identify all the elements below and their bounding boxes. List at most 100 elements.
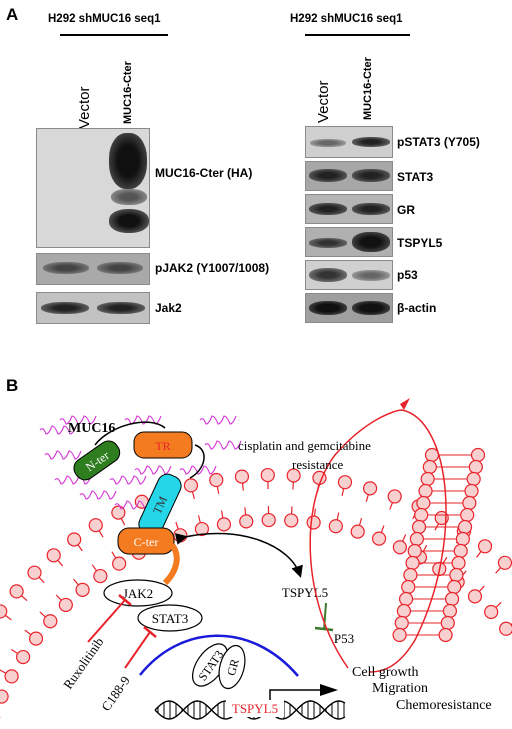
blot-label-pjak2: pJAK2 (Y1007/1008) xyxy=(155,261,270,275)
lipid-head xyxy=(424,447,440,463)
lipid-head xyxy=(484,604,499,620)
c188-label: C188-9 xyxy=(98,673,133,714)
lipid-head xyxy=(418,483,433,499)
lipid-head xyxy=(362,481,378,496)
glycan-chain xyxy=(134,465,172,475)
lipid-head xyxy=(449,567,464,583)
lipid-head xyxy=(398,591,414,607)
lipid-head xyxy=(414,507,429,523)
muc16-linker-2 xyxy=(189,444,205,479)
resistance-line2: resistance xyxy=(292,457,343,472)
glycan-chain xyxy=(179,465,217,475)
ruxolitinib-inhibit-bar xyxy=(118,594,132,606)
cter-tspyl5-arrow xyxy=(174,532,303,578)
lipid-head xyxy=(409,531,424,547)
blot-pstat3 xyxy=(305,126,393,158)
muc16-linker-1 xyxy=(94,421,166,446)
outcome-migration: Migration xyxy=(372,681,428,696)
blot-label-tspyl5: TSPYL5 xyxy=(397,236,443,250)
lipid-head xyxy=(43,614,58,629)
lipid-head xyxy=(306,515,321,530)
jak2-label: JAK2 xyxy=(123,586,153,601)
left-group-underline xyxy=(60,34,168,36)
lipid-head xyxy=(46,548,61,563)
blot-label-gr: GR xyxy=(397,203,415,217)
lipid-head xyxy=(499,621,512,636)
lipid-head xyxy=(442,603,458,619)
lipid-head xyxy=(371,531,387,546)
muc16-label: MUC16 xyxy=(68,421,115,436)
lipid-head xyxy=(466,471,481,487)
lipid-head xyxy=(75,582,90,597)
c-ter-domain xyxy=(117,527,175,555)
blot-label-stat3: STAT3 xyxy=(397,170,434,184)
lipid-head xyxy=(462,495,477,511)
lipid-head xyxy=(470,447,486,463)
lipid-head xyxy=(261,512,276,528)
tspyl5-p53-inhibit-line xyxy=(323,602,327,631)
lipid-head xyxy=(216,517,232,532)
outcome-cell-growth: Cell growth xyxy=(352,665,419,680)
lipid-head xyxy=(28,631,44,646)
lipid-head xyxy=(467,589,483,604)
lipid-head xyxy=(328,519,343,534)
ruxolitinib-label: Ruxolitinib xyxy=(60,635,106,692)
tspyl5-protein-label: TSPYL5 xyxy=(282,585,328,600)
blot-pjak2 xyxy=(36,253,150,285)
lipid-head xyxy=(460,507,475,523)
lipid-head xyxy=(0,604,8,619)
blot-label-p53: p53 xyxy=(397,268,418,282)
lipid-head xyxy=(286,468,301,483)
lipid-head xyxy=(422,459,437,475)
dna-strand xyxy=(154,700,346,720)
lipid-head xyxy=(209,472,224,488)
blot-jak2 xyxy=(36,292,150,324)
blot-tspyl5 xyxy=(305,227,393,257)
lipid-head xyxy=(392,627,407,643)
c188-inhibit-bar xyxy=(143,626,157,638)
left-group-header: H292 shMUC16 seq1 xyxy=(48,13,161,25)
lipid-head xyxy=(239,514,254,529)
glycan-chain xyxy=(39,425,77,435)
tspyl5-gene-label: TSPYL5 xyxy=(232,701,278,716)
blot-muc16-cter-ha xyxy=(36,128,150,248)
blot-beta-actin xyxy=(305,293,393,323)
glycan-chain xyxy=(199,415,237,425)
n-ter-domain: N-ter xyxy=(73,440,121,481)
glycan-chain xyxy=(79,490,117,500)
glycan-chains xyxy=(39,415,242,510)
lipid-head xyxy=(9,584,24,599)
lipid-head xyxy=(411,519,427,535)
tr-domain xyxy=(133,431,193,459)
lipid-head xyxy=(234,469,250,484)
lipid-head xyxy=(420,471,435,487)
outcome-chemoresistance: Chemoresistance xyxy=(396,698,492,713)
lipid-head xyxy=(455,531,470,547)
lipid-head xyxy=(284,513,299,528)
lipid-head xyxy=(112,556,127,571)
blot-label-pstat3: pSTAT3 (Y705) xyxy=(397,135,480,149)
lipid-head xyxy=(88,518,103,533)
gr-label: GR xyxy=(224,657,242,677)
blot-label-muc16-cter-ha: MUC16-Cter (HA) xyxy=(155,166,253,180)
lipid-head xyxy=(438,627,453,643)
lipid-head xyxy=(58,597,73,613)
resistance-line1: cisplatin and gemcitabine xyxy=(238,438,371,453)
lipid-head xyxy=(4,669,19,684)
panel-a-letter: A xyxy=(6,5,19,24)
p53-label: P53 xyxy=(334,631,354,646)
lipid-head xyxy=(451,555,466,571)
blot-label-beta-actin: β-actin xyxy=(397,301,437,315)
lipid-head xyxy=(350,524,365,539)
glycan-chain xyxy=(44,450,82,460)
feedback-loop xyxy=(309,409,447,673)
lipid-head xyxy=(387,489,402,504)
right-group-header: H292 shMUC16 seq1 xyxy=(290,13,403,25)
lipid-head xyxy=(440,615,455,631)
lipid-head xyxy=(27,565,42,580)
c-ter-label: C-ter xyxy=(134,535,159,549)
lipid-head xyxy=(464,483,479,499)
glycan-chain xyxy=(54,475,92,485)
lipid-head xyxy=(173,528,188,543)
stat3-upper-ellipse xyxy=(137,604,203,632)
